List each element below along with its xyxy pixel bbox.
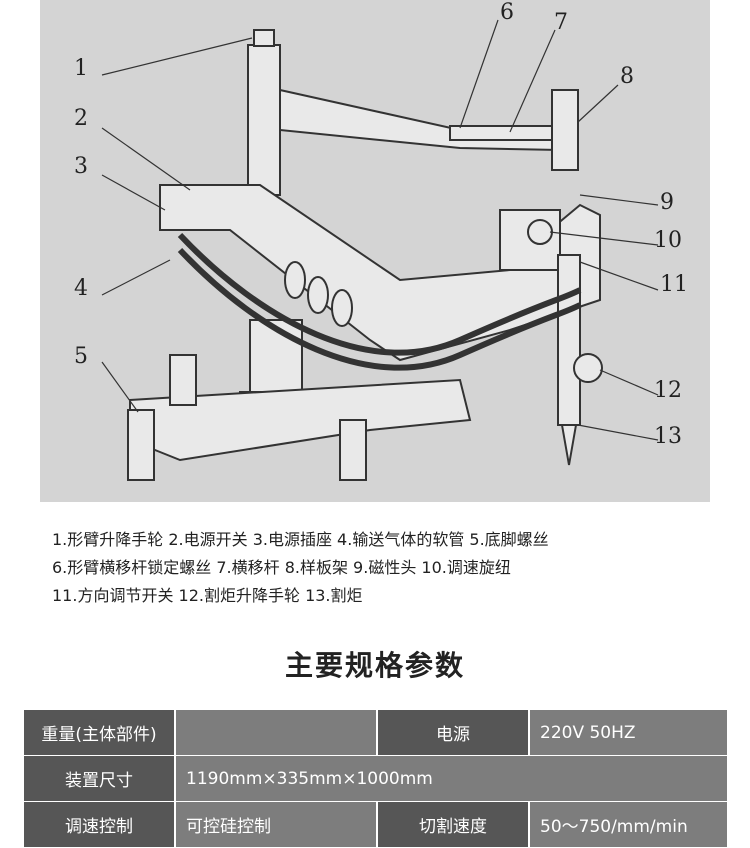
callout-5: 5 bbox=[74, 344, 88, 369]
legend-line-1: 1.形臂升降手轮 2.电源开关 3.电源插座 4.输送气体的软管 5.底脚螺丝 bbox=[52, 530, 549, 549]
power-value: 220V 50HZ bbox=[530, 710, 727, 755]
foot-back bbox=[169, 354, 197, 406]
gas-hose-2 bbox=[177, 247, 582, 371]
callout-13: 13 bbox=[654, 424, 682, 449]
machine-drawing bbox=[101, 19, 659, 481]
traverse-bar bbox=[449, 125, 561, 141]
callout-9: 9 bbox=[660, 190, 674, 215]
weight-value bbox=[176, 710, 376, 755]
torch-holder bbox=[557, 254, 581, 426]
legend-line-3: 11.方向调节开关 12.割炬升降手轮 13.割炬 bbox=[52, 586, 363, 605]
speed-control-label: 调速控制 bbox=[24, 802, 174, 847]
gas-hose-1 bbox=[177, 232, 582, 356]
callout-6: 6 bbox=[500, 0, 514, 25]
lift-handwheel bbox=[253, 29, 275, 47]
lift-column bbox=[247, 44, 281, 196]
lower-column bbox=[249, 319, 303, 401]
legend-line-2: 6.形臂横移杆锁定螺丝 7.横移杆 8.样板架 9.磁性头 10.调速旋纽 bbox=[52, 558, 511, 577]
template-holder bbox=[551, 89, 579, 171]
cut-speed-label: 切割速度 bbox=[378, 802, 528, 847]
specs-table: 重量(主体部件) 电源 220V 50HZ 装置尺寸 1190mm×335mm×… bbox=[24, 710, 727, 848]
size-label: 装置尺寸 bbox=[24, 756, 174, 801]
callout-8: 8 bbox=[620, 64, 634, 89]
size-value: 1190mm×335mm×1000mm bbox=[176, 756, 727, 801]
callout-10: 10 bbox=[654, 228, 682, 253]
callout-2: 2 bbox=[74, 106, 88, 131]
foot-mid bbox=[339, 419, 367, 481]
weight-label: 重量(主体部件) bbox=[24, 710, 174, 755]
callout-7: 7 bbox=[554, 10, 568, 35]
torch-handwheel bbox=[573, 353, 603, 383]
machine-diagram: 1 2 3 4 5 6 7 8 9 10 11 12 13 bbox=[40, 0, 710, 502]
power-label: 电源 bbox=[378, 710, 528, 755]
callout-11: 11 bbox=[660, 272, 688, 297]
speed-control-value: 可控硅控制 bbox=[176, 802, 376, 847]
foot-left bbox=[127, 409, 155, 481]
speed-knob bbox=[527, 219, 553, 245]
cut-speed-value: 50～750/mm/min bbox=[530, 802, 727, 847]
specs-title: 主要规格参数 bbox=[284, 649, 465, 682]
table-row: 调速控制 可控硅控制 切割速度 50～750/mm/min bbox=[24, 802, 727, 847]
table-row: 重量(主体部件) 电源 220V 50HZ bbox=[24, 710, 727, 755]
parts-legend: 1.形臂升降手轮 2.电源开关 3.电源插座 4.输送气体的软管 5.底脚螺丝 … bbox=[52, 526, 712, 610]
table-row: 装置尺寸 1190mm×335mm×1000mm bbox=[24, 756, 727, 801]
callout-1: 1 bbox=[74, 56, 88, 81]
torch-tip bbox=[560, 424, 578, 466]
main-frame bbox=[159, 184, 601, 362]
callout-3: 3 bbox=[74, 154, 88, 179]
callout-4: 4 bbox=[74, 276, 88, 301]
callout-12: 12 bbox=[654, 378, 682, 403]
